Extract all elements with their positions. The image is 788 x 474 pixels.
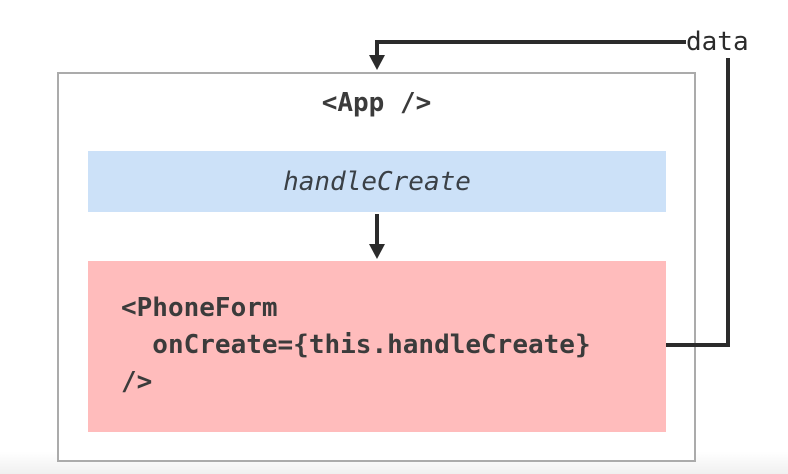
arrowhead-down-into-app-icon xyxy=(369,55,385,70)
data-into-app-wire xyxy=(375,40,686,57)
handle-create-label: handleCreate xyxy=(283,166,471,197)
handle-create-box: handleCreate xyxy=(88,151,666,212)
phone-form-box: <PhoneForm onCreate={this.handleCreate} … xyxy=(88,261,666,432)
app-component-title: <App /> xyxy=(321,88,432,118)
phone-form-code: <PhoneForm onCreate={this.handleCreate} … xyxy=(121,293,591,397)
data-label: data xyxy=(686,27,749,57)
